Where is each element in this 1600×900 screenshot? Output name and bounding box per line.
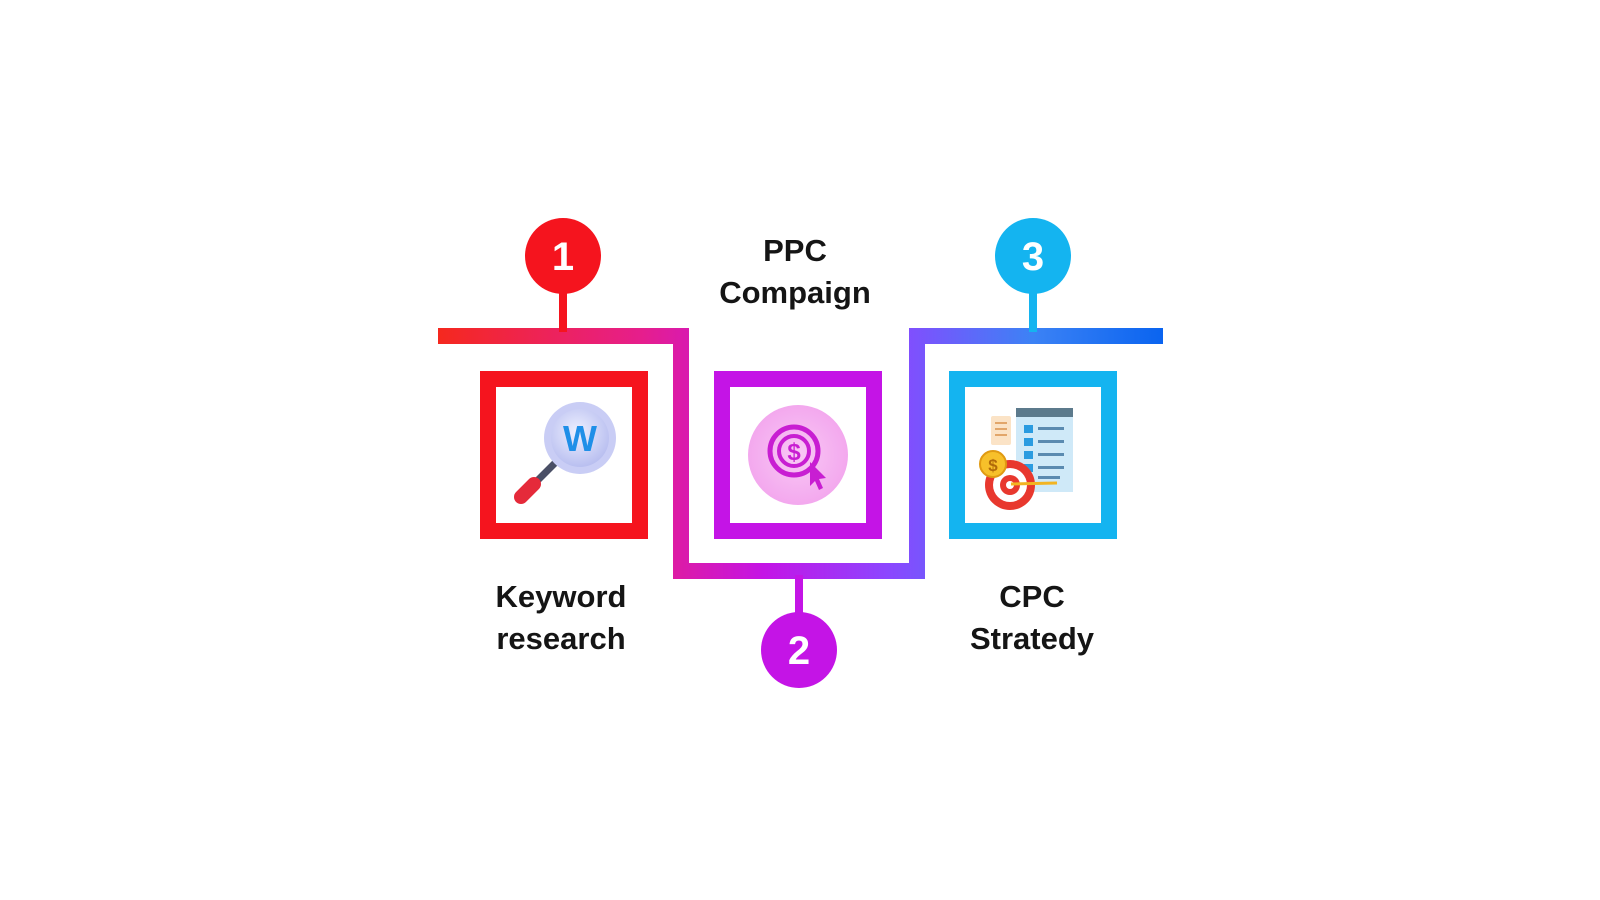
step-3-label-line-1: CPC (999, 579, 1065, 614)
step-3-badge: 3 (995, 218, 1071, 294)
step-2-number: 2 (788, 629, 810, 673)
step-3-label-line-2: Stratedy (969, 621, 1095, 656)
step-3-stem (1029, 286, 1037, 332)
step-3-number: 3 (1022, 235, 1044, 279)
step-1-label: Keyword research (431, 576, 691, 660)
svg-text:$: $ (988, 456, 998, 475)
keyword-search-icon: W (514, 402, 616, 504)
step-2-stem (795, 575, 803, 617)
step-1-label-line-1: Keyword (495, 579, 627, 614)
step-2-label: PPC Compaign (665, 230, 925, 314)
step-2-badge-circle (761, 612, 837, 688)
svg-text:W: W (563, 418, 597, 459)
step-1-badge: 1 (525, 218, 601, 294)
cpc-strategy-icon: $ (979, 408, 1073, 510)
step-2-label-line-2: Compaign (719, 275, 871, 310)
connector-line (438, 328, 1163, 579)
step-1-badge-circle (525, 218, 601, 294)
step-1-number: 1 (552, 235, 574, 279)
step-1-label-line-2: research (496, 621, 626, 656)
step-2-badge: 2 (761, 612, 837, 688)
dollar-click-icon: $ (748, 405, 848, 505)
step-2-label-line-1: PPC (763, 233, 827, 268)
step-3-label: CPC Stratedy (902, 576, 1162, 660)
step-3-badge-circle (995, 218, 1071, 294)
svg-text:$: $ (787, 439, 801, 466)
step-1-stem (559, 286, 567, 332)
